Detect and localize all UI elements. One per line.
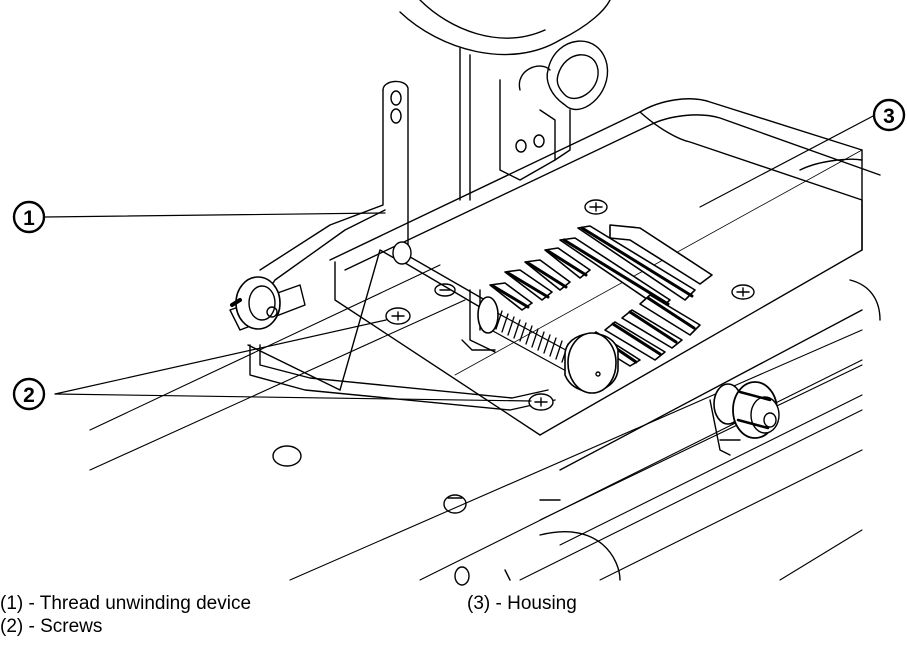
- leader-line-2a: [54, 319, 387, 395]
- housing: [89, 98, 881, 581]
- leader-line-3: [699, 114, 876, 208]
- leader-line-2b: [54, 393, 532, 402]
- callout-2-number: 2: [23, 384, 35, 407]
- thread-unwinding-device: [229, 80, 556, 411]
- callout-3-number: 3: [883, 105, 895, 128]
- callout-1: 1: [12, 200, 46, 234]
- machine-drawing: 1 2 3: [12, 0, 906, 586]
- side-knob: [709, 381, 780, 456]
- leader-lines: [44, 114, 876, 402]
- housing-screws: [434, 199, 755, 300]
- callout-2: 2: [12, 377, 46, 411]
- base-screws: [385, 307, 554, 411]
- panel-holes: [272, 445, 561, 586]
- legend-item-2: (2) - Screws: [0, 616, 103, 637]
- legend-item-3: (3) - Housing: [467, 593, 577, 614]
- callout-1-number: 1: [23, 207, 35, 230]
- tension-spring-assembly: [392, 241, 619, 394]
- ventilation-grille: [489, 224, 713, 367]
- spool-holder: [399, 0, 611, 201]
- leader-line-1: [44, 212, 386, 218]
- callout-3: 3: [872, 98, 906, 132]
- legend-item-1: (1) - Thread unwinding device: [0, 593, 252, 614]
